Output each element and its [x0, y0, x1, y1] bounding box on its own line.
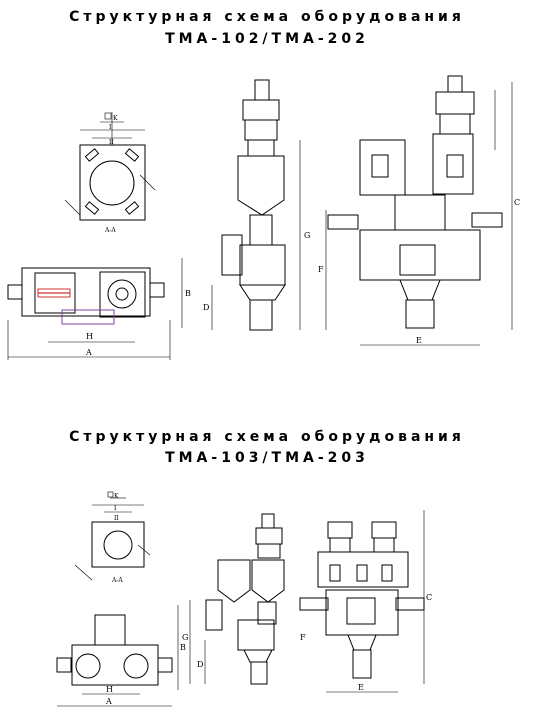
- dim-ii-2: II: [114, 515, 119, 522]
- dim-d-1: D: [203, 303, 209, 312]
- dim-g-2: G: [182, 633, 188, 642]
- dim-e-1: E: [416, 336, 422, 345]
- dim-k-2: K: [114, 493, 119, 500]
- label-aa-1: A-A: [104, 227, 116, 234]
- label-aa-2: A-A: [111, 577, 123, 584]
- dim-d-2: D: [197, 660, 203, 669]
- section1-front-elevation: E F G C: [304, 75, 520, 346]
- section1-flange-view: K I II A-A: [64, 112, 156, 234]
- dim-e-2: E: [358, 683, 364, 692]
- dim-h-2: H: [106, 685, 113, 694]
- dim-ii-1: II: [109, 139, 114, 146]
- dim-a-2: A: [105, 697, 112, 706]
- dim-b-2: B: [180, 643, 186, 652]
- dim-i-2: I: [114, 505, 117, 512]
- section2-flange-view: K I II A-A: [74, 491, 151, 584]
- dim-f-2: F: [300, 633, 306, 642]
- dim-i-1: I: [109, 124, 112, 131]
- section2-side-elevation: G D: [182, 513, 285, 685]
- section1-plan-view: H A B: [7, 258, 191, 360]
- dim-g-1: G: [304, 231, 310, 240]
- dim-k-1: K: [113, 115, 118, 122]
- dim-h-1: H: [86, 332, 93, 341]
- dim-f-1: F: [318, 265, 324, 274]
- dim-b-1: B: [185, 289, 191, 298]
- section1-title: Структурная схема оборудования: [69, 9, 465, 25]
- section2-plan-view: H A B: [56, 605, 186, 707]
- section2-title: Структурная схема оборудования: [69, 429, 465, 445]
- section1-side-elevation: D: [203, 79, 301, 331]
- section1-model: TMA-102/TMA-202: [165, 31, 369, 47]
- section2-model: TMA-103/TMA-203: [165, 450, 369, 466]
- dim-a-1: A: [85, 348, 92, 357]
- section2-front-elevation: E C F: [299, 510, 432, 693]
- dim-c-2: C: [426, 593, 432, 602]
- dim-c-1: C: [514, 198, 520, 207]
